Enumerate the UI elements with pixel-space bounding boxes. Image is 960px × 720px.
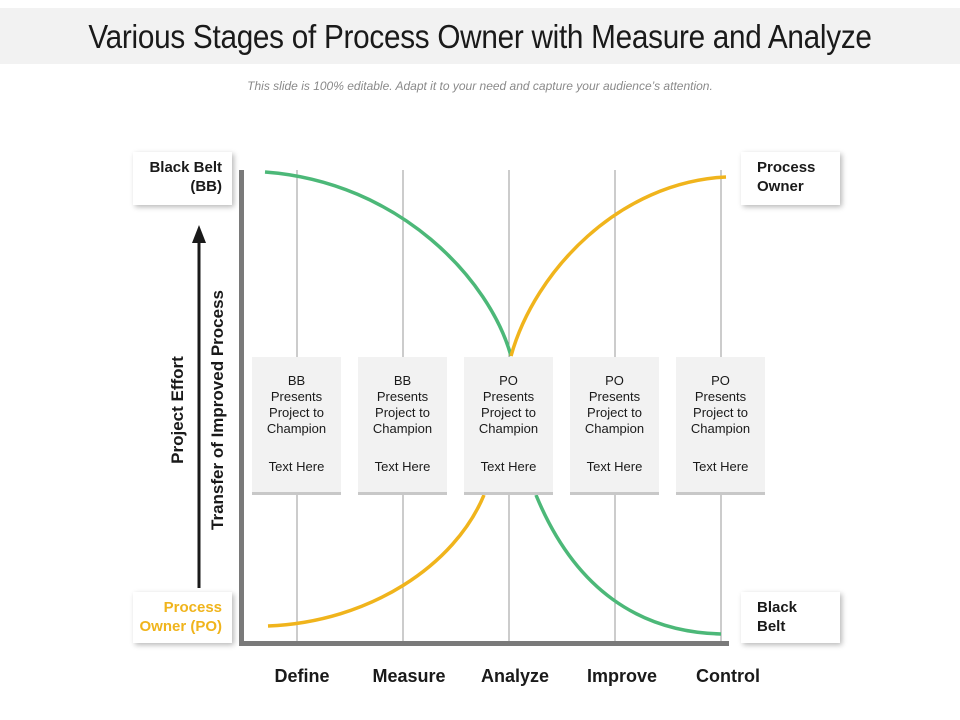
stage-label-improve: Improve [586, 666, 658, 686]
title-bar [0, 8, 960, 64]
stage-card-text: Text Here [268, 459, 325, 474]
stage-label-measure: Measure [372, 666, 446, 686]
stage-card-title: PO Presents Project to Champion [690, 373, 751, 436]
stage-label-control: Control [696, 666, 760, 686]
stage-card-text: Text Here [586, 459, 643, 474]
stage-label-define: Define [274, 666, 330, 686]
effort-arrow-head-icon [192, 225, 206, 243]
stage-card-title: PO Presents Project to Champion [584, 373, 645, 436]
stage-card-title: BB Presents Project to Champion [266, 373, 327, 436]
black-belt-curve-top [264, 170, 513, 357]
x-axis-bar [239, 641, 729, 646]
stage-card-measure: BB Presents Project to Champion Text Her… [358, 357, 447, 495]
stage-card-define: BB Presents Project to Champion Text Her… [252, 357, 341, 495]
page-title: Various Stages of Process Owner with Mea… [88, 18, 872, 55]
y-axis-bar [239, 170, 244, 646]
stage-card-improve: PO Presents Project to Champion Text Her… [570, 357, 659, 495]
process-owner-curve-bottom [267, 494, 486, 628]
stage-card-control: PO Presents Project to Champion Text Her… [676, 357, 765, 495]
stage-card-text: Text Here [692, 459, 749, 474]
stage-card-title: BB Presents Project to Champion [372, 373, 433, 436]
stage-card-analyze: PO Presents Project to Champion Text Her… [464, 357, 553, 495]
page-subtitle: This slide is 100% editable. Adapt it to… [247, 79, 713, 93]
process-owner-curve-top [509, 175, 727, 357]
label-black-belt-top: Black Belt (BB) [133, 152, 232, 205]
label-black-belt-bottom: Black Belt [741, 592, 840, 643]
label-process-owner-top: Process Owner [741, 152, 840, 205]
axis-label-transfer-process: Transfer of Improved Process [208, 290, 227, 530]
axis-label-project-effort: Project Effort [168, 356, 187, 464]
black-belt-curve-bottom [534, 494, 722, 636]
label-process-owner-bottom: Process Owner (PO) [133, 592, 232, 643]
stage-card-text: Text Here [480, 459, 537, 474]
stage-card-text: Text Here [374, 459, 431, 474]
stage-card-title: PO Presents Project to Champion [478, 373, 539, 436]
stage-label-analyze: Analyze [480, 666, 550, 686]
